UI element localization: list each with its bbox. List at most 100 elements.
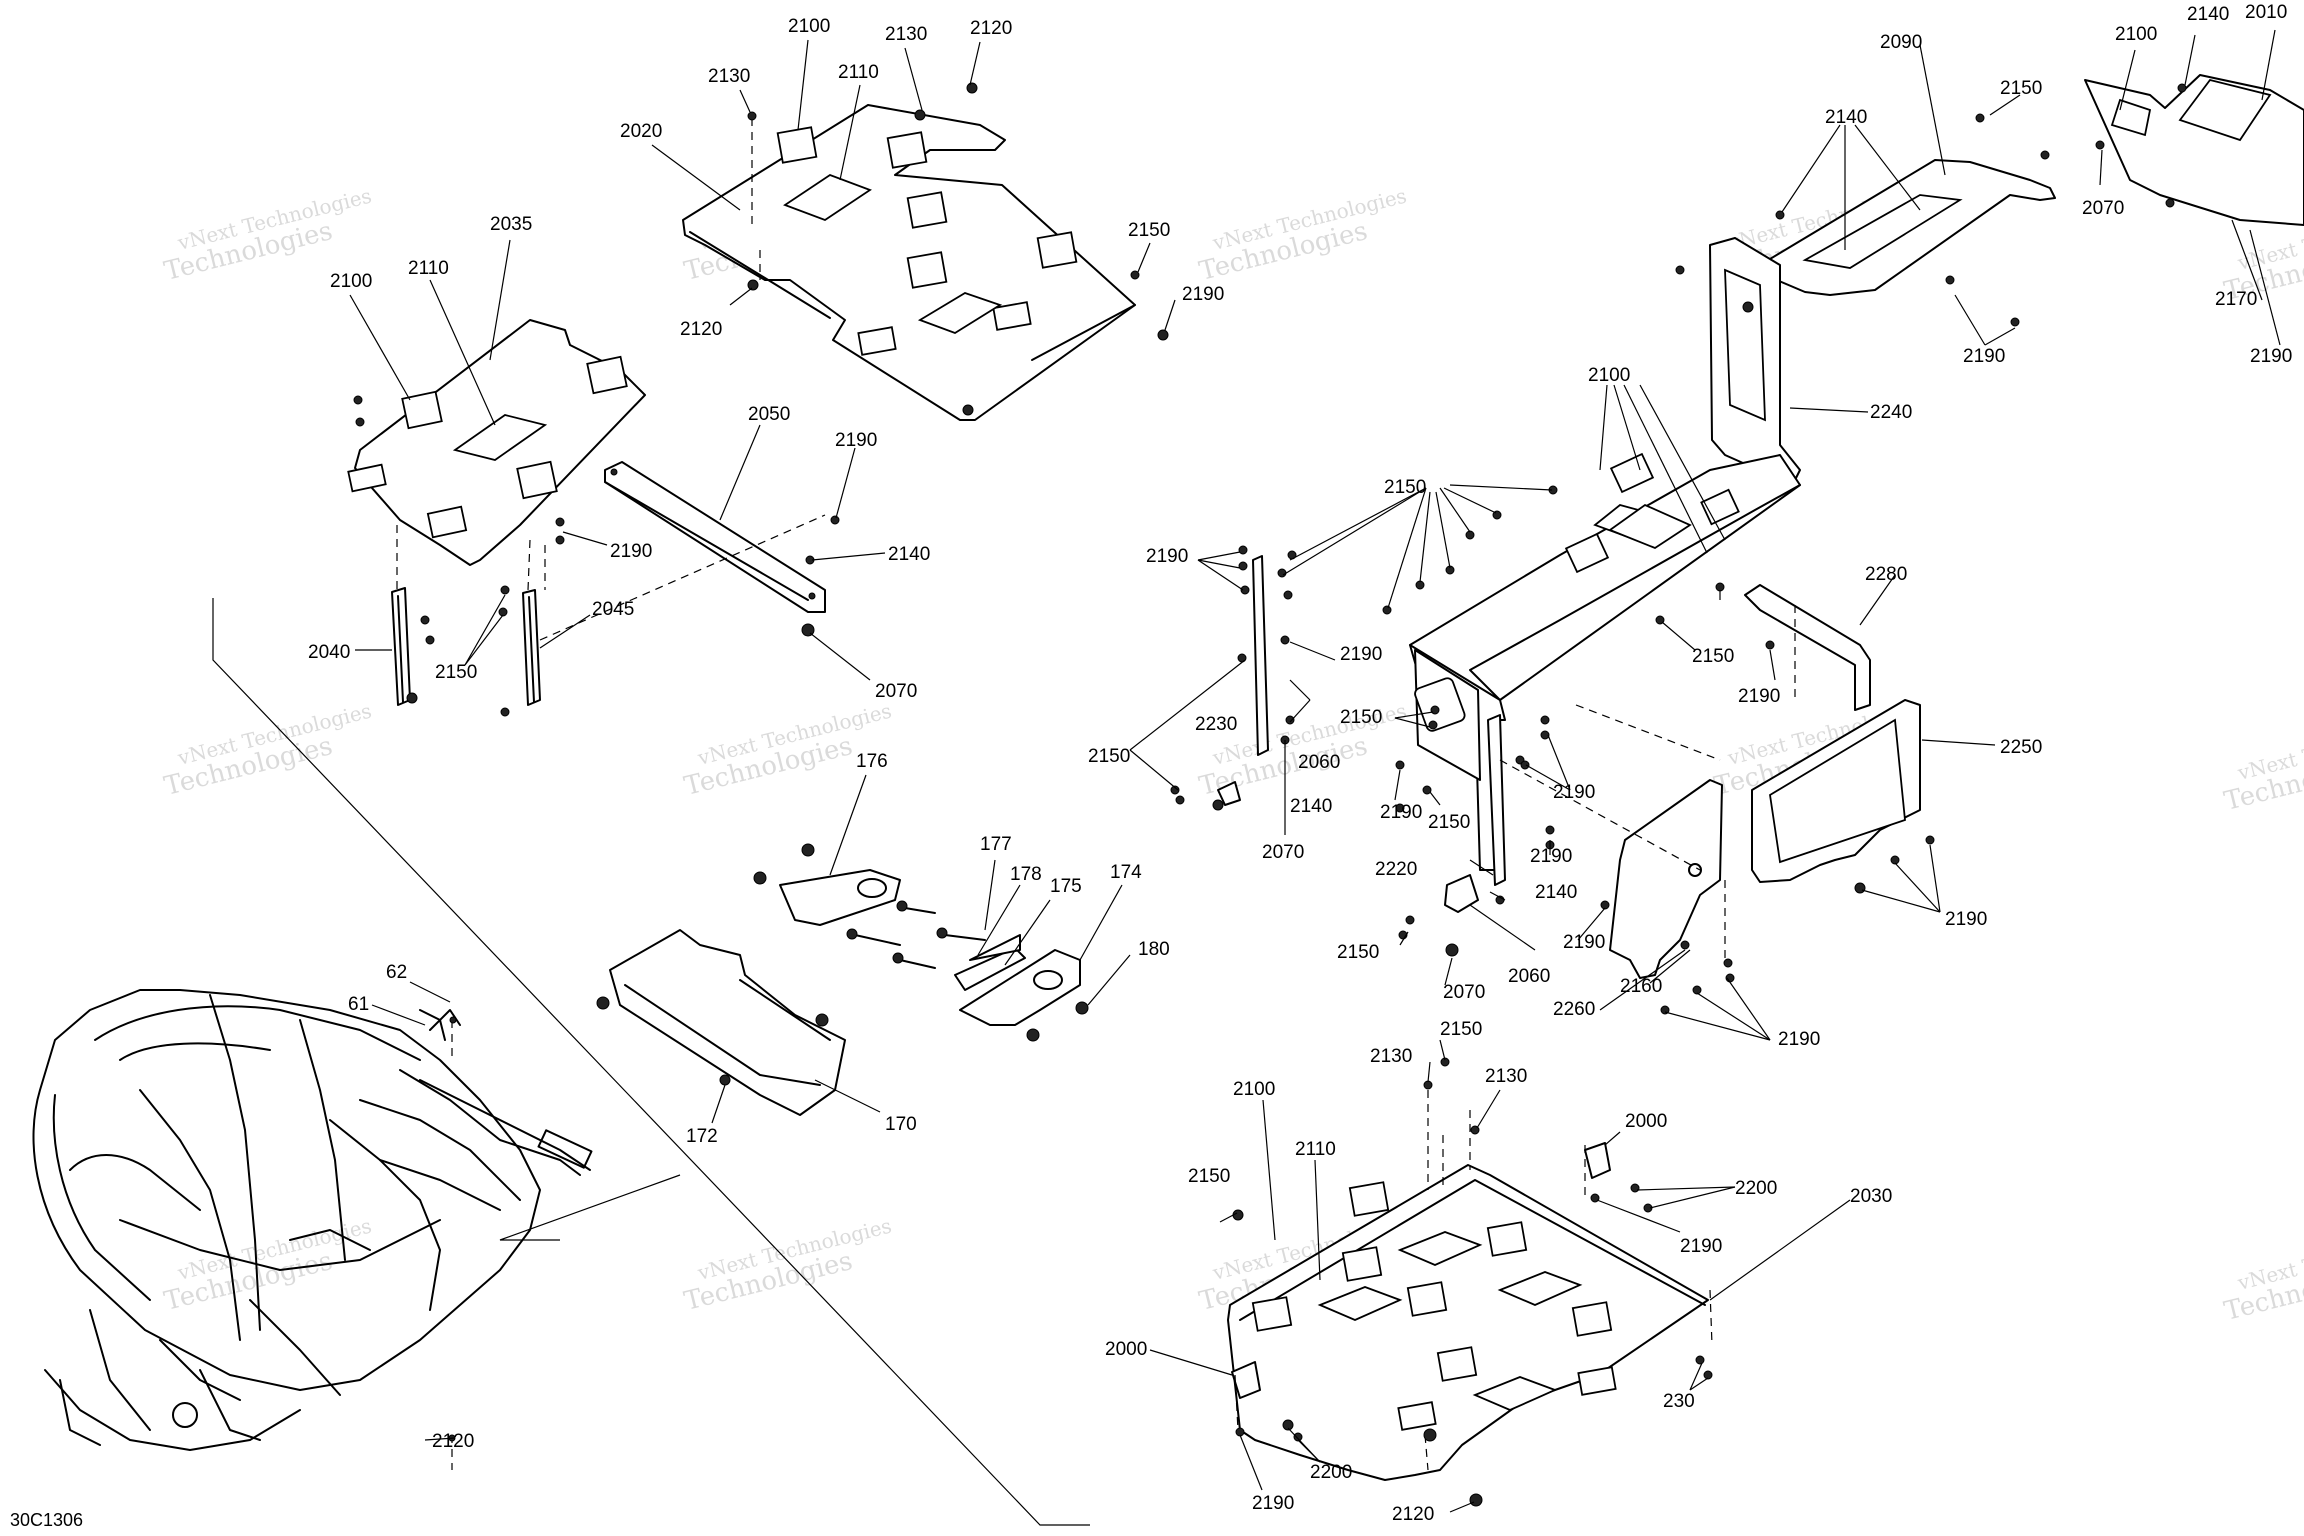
callout-2130: 2130 (1485, 1066, 1527, 1087)
callout-2000: 2000 (1105, 1339, 1147, 1360)
callout-2140: 2140 (1535, 882, 1577, 903)
callout-2190: 2190 (2250, 346, 2292, 367)
callout-178: 178 (1010, 864, 1042, 885)
callout-2100: 2100 (1233, 1079, 1275, 1100)
callout-2110: 2110 (838, 62, 879, 83)
callout-2150: 2150 (2000, 78, 2042, 99)
watermark: vNext Technologies Technologies (1196, 184, 1409, 287)
callout-2150: 2150 (1337, 942, 1379, 963)
callout-2250: 2250 (2000, 737, 2042, 758)
callout-2170: 2170 (2215, 289, 2257, 310)
callout-2120: 2120 (432, 1431, 474, 1452)
callout-2040: 2040 (308, 642, 350, 663)
callout-2110: 2110 (408, 258, 449, 279)
cross-member-2050 (604, 461, 826, 613)
callout-2190: 2190 (1380, 802, 1422, 823)
callout-2140: 2140 (888, 544, 930, 565)
assembly-paths (396, 118, 1796, 1471)
callout-2140: 2140 (1290, 796, 1332, 817)
callout-2230: 2230 (1195, 714, 1237, 735)
bracket-2040 (391, 587, 411, 706)
callout-2090: 2090 (1880, 32, 1922, 53)
callout-2150: 2150 (1128, 220, 1170, 241)
callout-2100: 2100 (1588, 365, 1630, 386)
callout-230: 230 (1663, 1391, 1695, 1412)
reference-lines (212, 598, 1090, 1526)
callout-2190: 2190 (835, 430, 877, 451)
skid-plate-2035 (347, 319, 646, 566)
callout-2000: 2000 (1625, 1111, 1667, 1132)
callout-62: 62 (386, 962, 407, 983)
bracket-2090 (1759, 159, 2056, 296)
watermark: vNext Technologies Technologies (2221, 714, 2304, 817)
callout-2010: 2010 (2245, 2, 2287, 23)
callout-2150: 2150 (1384, 477, 1426, 498)
callout-2150: 2150 (1692, 646, 1734, 667)
callout-2190: 2190 (610, 541, 652, 562)
callout-2070: 2070 (875, 681, 917, 702)
callout-174: 174 (1110, 862, 1142, 883)
plate-2260 (1609, 779, 1723, 979)
callout-172: 172 (686, 1126, 718, 1147)
callout-2060: 2060 (1298, 752, 1340, 773)
callout-2020: 2020 (620, 121, 662, 142)
callout-2190: 2190 (1563, 932, 1605, 953)
callout-180: 180 (1138, 939, 1170, 960)
callout-2120: 2120 (1392, 1504, 1434, 1525)
callout-2190: 2190 (1778, 1029, 1820, 1050)
callout-labels: 2100 2130 2120 2130 2110 2020 2150 2190 … (308, 2, 2292, 1525)
callout-2160: 2160 (1620, 976, 1662, 997)
callout-2070: 2070 (1443, 982, 1485, 1003)
callout-177: 177 (980, 834, 1012, 855)
callout-2150: 2150 (1188, 1166, 1230, 1187)
callout-2190: 2190 (1738, 686, 1780, 707)
callout-2070: 2070 (1262, 842, 1304, 863)
callout-2220: 2220 (1375, 859, 1417, 880)
callout-2100: 2100 (788, 16, 830, 37)
callout-2190: 2190 (1146, 546, 1188, 567)
fasteners (353, 82, 2187, 1507)
callout-2045: 2045 (592, 599, 634, 620)
watermark: vNext Technologies Technologies (161, 699, 374, 802)
callout-2050: 2050 (748, 404, 790, 425)
callout-2190: 2190 (1945, 909, 1987, 930)
callout-2190: 2190 (1182, 284, 1224, 305)
skid-plate-2030 (1227, 1164, 1709, 1481)
callout-2070: 2070 (2082, 198, 2124, 219)
callout-2150: 2150 (1440, 1019, 1482, 1040)
callout-2120: 2120 (970, 18, 1012, 39)
watermark: vNext Technologies Technologies (2221, 1224, 2304, 1327)
post-2230 (1252, 555, 1269, 756)
callout-2150: 2150 (1088, 746, 1130, 767)
callout-175: 175 (1050, 876, 1082, 897)
bracket-176 (779, 869, 901, 926)
callout-2140: 2140 (1825, 107, 1867, 128)
callout-2100: 2100 (330, 271, 372, 292)
post-2220 (1487, 714, 1506, 886)
callout-176: 176 (856, 751, 888, 772)
callout-2190: 2190 (1252, 1493, 1294, 1514)
watermark: vNext Technologies Technologies (681, 1214, 894, 1317)
callout-2280: 2280 (1865, 564, 1907, 585)
callout-2190: 2190 (1553, 782, 1595, 803)
bracket-2010 (2084, 74, 2304, 226)
callout-2035: 2035 (490, 214, 532, 235)
callout-2260: 2260 (1553, 999, 1595, 1020)
bracket-2000 (1231, 1142, 1611, 1399)
bracket-174 (959, 949, 1081, 1026)
callout-2060: 2060 (1508, 966, 1550, 987)
callout-2130: 2130 (708, 66, 750, 87)
bolts-177 (596, 843, 1089, 1086)
central-support-structure (1409, 237, 1801, 871)
callout-2130: 2130 (885, 24, 927, 45)
callout-2150: 2150 (1428, 812, 1470, 833)
callout-2190: 2190 (1680, 1236, 1722, 1257)
callout-170: 170 (885, 1114, 917, 1135)
callout-2240: 2240 (1870, 402, 1912, 423)
watermark: vNext Technologies Technologies (161, 1214, 374, 1317)
drawing-reference-code: 30C1306 (10, 1510, 83, 1530)
callout-2190: 2190 (1963, 346, 2005, 367)
callout-2120: 2120 (680, 319, 722, 340)
callout-2190: 2190 (1530, 846, 1572, 867)
